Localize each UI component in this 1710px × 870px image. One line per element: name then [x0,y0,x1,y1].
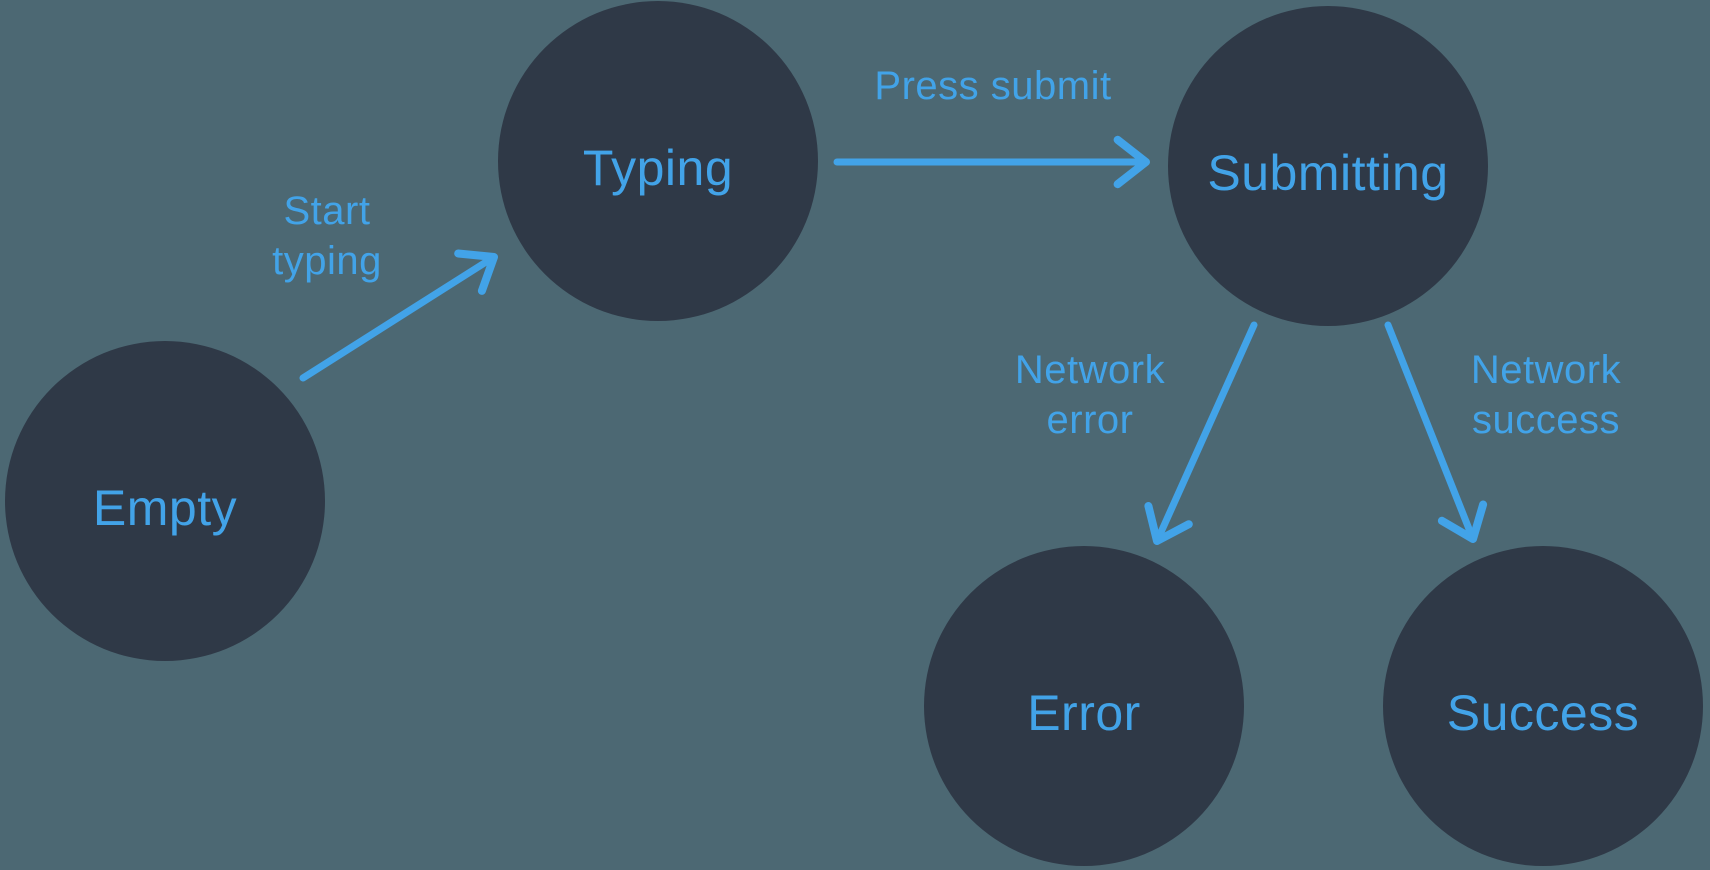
state-node-success: Success [1383,546,1703,866]
state-label-typing: Typing [582,140,734,196]
state-node-empty: Empty [5,341,325,661]
arrow-shaft [1384,321,1475,537]
state-node-submitting: Submitting [1168,6,1488,326]
arrowhead-icon [1437,500,1488,543]
arrowhead-icon [454,249,498,295]
transition-arrow-submitting-to-success [1384,321,1488,543]
transition-arrow-empty-to-typing [299,249,498,382]
transition-label-submitting-to-error: Network error [1014,348,1166,442]
state-label-empty: Empty [92,480,238,536]
state-node-error: Error [924,546,1244,866]
transition-label-submitting-to-success: Network success [1470,348,1622,442]
transition-label-typing-to-submitting: Press submit [874,64,1112,108]
transition-arrow-submitting-to-error [1144,321,1258,545]
state-node-typing: Typing [498,1,818,321]
transition-label-empty-to-typing: Start typing [272,189,382,283]
state-label-success: Success [1446,685,1640,741]
arrow-shaft [299,256,493,382]
arrowhead-icon [1144,502,1193,545]
state-label-submitting: Submitting [1207,145,1449,201]
state-label-error: Error [1027,685,1141,741]
arrow-shaft [1156,321,1258,539]
arrowhead-icon [1113,135,1150,189]
transition-arrow-typing-to-submitting [833,135,1150,189]
